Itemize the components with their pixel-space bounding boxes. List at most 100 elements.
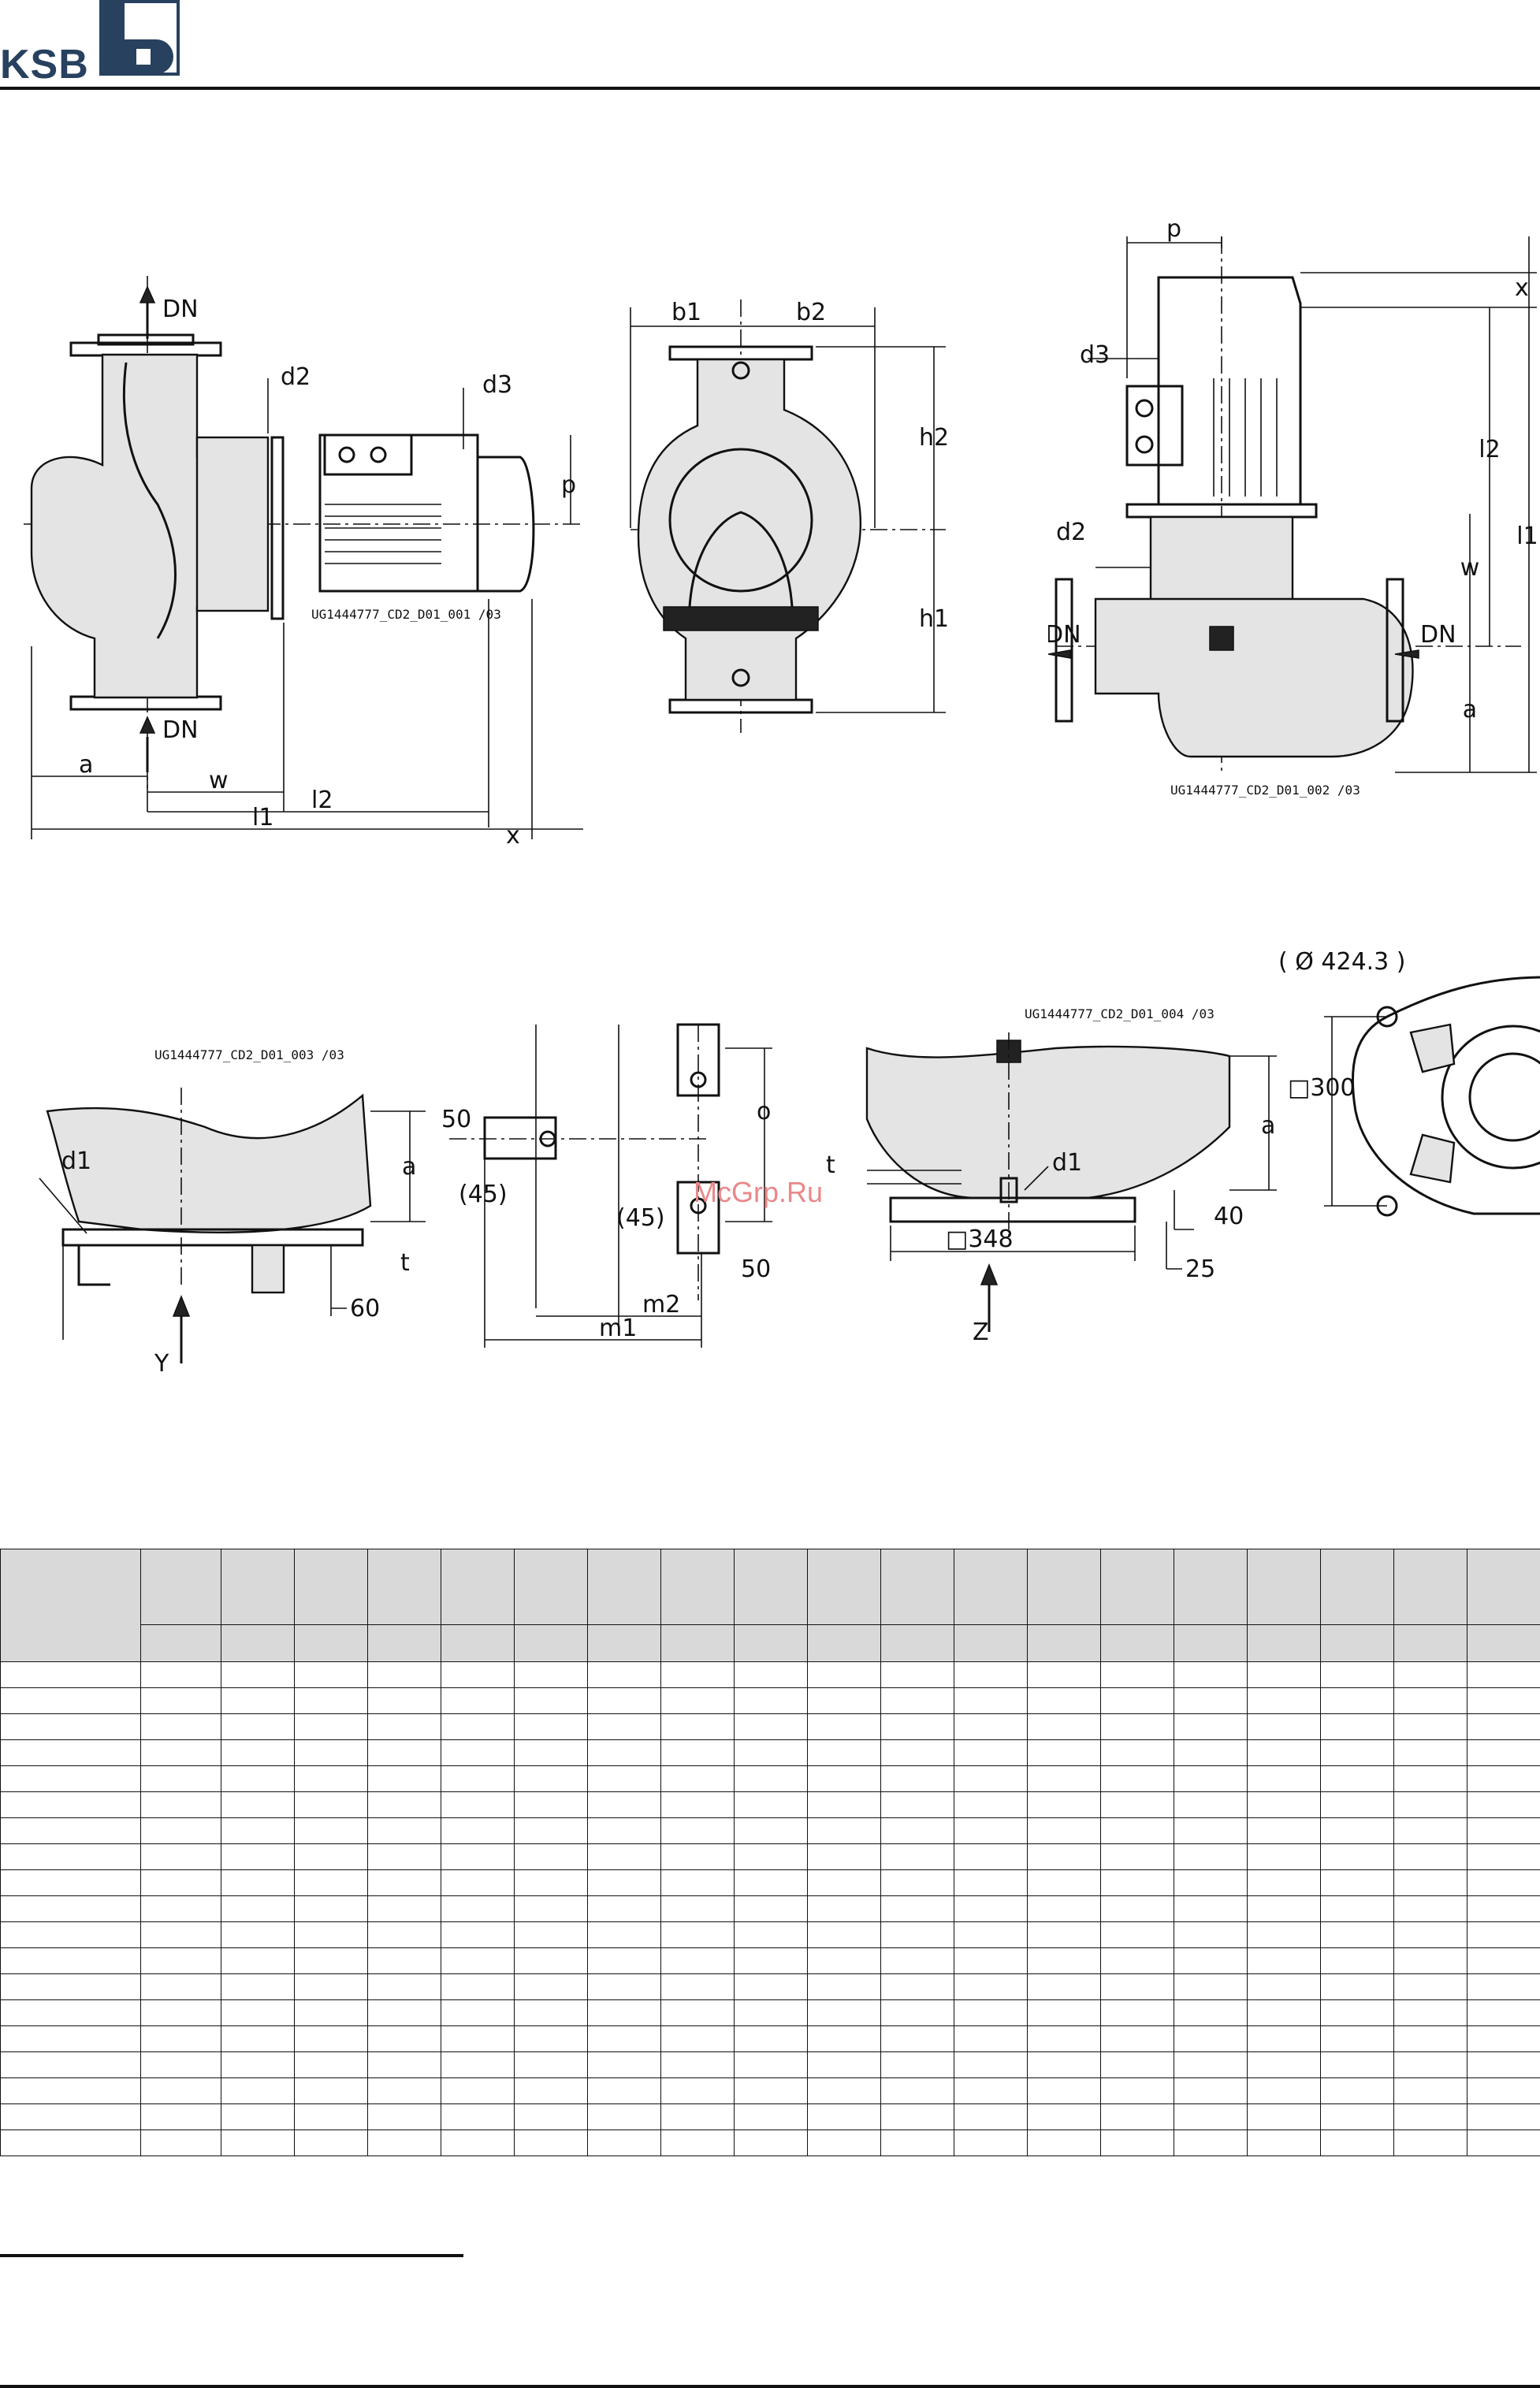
table-cell bbox=[1100, 1947, 1174, 1974]
table-cell bbox=[0, 1895, 141, 1922]
bottom-rule bbox=[0, 2385, 1540, 2388]
table-cell bbox=[807, 1947, 881, 1974]
table-cell bbox=[0, 2025, 141, 2052]
table-cell bbox=[880, 1921, 954, 1948]
diameter-label: ( Ø 424.3 ) bbox=[1278, 948, 1406, 976]
table-cell bbox=[367, 2077, 441, 2104]
a-label: a bbox=[1463, 696, 1477, 723]
table-cell bbox=[734, 2025, 808, 2052]
foot-bottom bbox=[676, 1181, 720, 1255]
volute-curve bbox=[122, 362, 177, 639]
support-arch bbox=[688, 511, 794, 608]
table-cell bbox=[514, 1947, 588, 1974]
table-cell bbox=[587, 1947, 661, 1974]
header-cell bbox=[807, 1549, 881, 1625]
table-cell bbox=[734, 2051, 808, 2078]
table-cell bbox=[734, 2077, 808, 2104]
table-cell bbox=[441, 1895, 515, 1922]
header-cell bbox=[1467, 1624, 1540, 1662]
terminal-box bbox=[1125, 385, 1184, 467]
table-cell bbox=[1174, 1713, 1248, 1740]
table-cell bbox=[367, 1817, 441, 1844]
table-cell bbox=[587, 1687, 661, 1714]
table-cell bbox=[807, 2025, 881, 2052]
table-cell bbox=[660, 2051, 735, 2078]
table-cell bbox=[660, 1947, 735, 1974]
casing-vertical bbox=[1094, 597, 1414, 758]
table-cell bbox=[1027, 1765, 1101, 1792]
base-plate bbox=[61, 1228, 364, 1247]
table-cell bbox=[221, 2129, 295, 2156]
table-cell bbox=[514, 1817, 588, 1844]
table-cell bbox=[140, 1895, 221, 1922]
table-cell bbox=[1174, 1973, 1248, 2000]
table-cell bbox=[660, 1791, 735, 1818]
table-cell bbox=[880, 1947, 954, 1974]
table-cell bbox=[1467, 1869, 1540, 1896]
table-cell bbox=[1247, 1895, 1321, 1922]
table-cell bbox=[807, 1739, 881, 1766]
table-cell bbox=[1247, 2077, 1321, 2104]
table-cell bbox=[587, 1843, 661, 1870]
table-cell bbox=[587, 2129, 661, 2156]
table-cell bbox=[221, 1843, 295, 1870]
table-cell bbox=[880, 1843, 954, 1870]
casing-lower bbox=[46, 1093, 372, 1233]
drawing-code: UG1444777_CD2_D01_003 /03 bbox=[154, 1048, 344, 1062]
foot-bracket bbox=[663, 606, 819, 631]
table-cell bbox=[1247, 1947, 1321, 1974]
table-cell bbox=[1247, 1869, 1321, 1896]
table-cell bbox=[734, 1895, 808, 1922]
table-cell bbox=[0, 1687, 141, 1714]
b1-label: b1 bbox=[671, 299, 701, 326]
table-cell bbox=[660, 1739, 735, 1766]
table-cell bbox=[514, 1895, 588, 1922]
table-cell bbox=[1393, 2051, 1467, 2078]
table-cell bbox=[1100, 1687, 1174, 1714]
table-cell bbox=[660, 2103, 735, 2130]
table-cell bbox=[0, 1817, 141, 1844]
table-cell bbox=[1467, 1739, 1540, 1766]
table-cell bbox=[140, 1999, 221, 2026]
table-cell bbox=[1174, 1895, 1248, 1922]
table-cell bbox=[1393, 1895, 1467, 1922]
table-cell bbox=[1247, 1687, 1321, 1714]
l2-label: l2 bbox=[1479, 436, 1500, 463]
table-cell bbox=[954, 1999, 1028, 2026]
table-cell bbox=[140, 1687, 221, 1714]
table-cell bbox=[1100, 1869, 1174, 1896]
dn-left-label: DN bbox=[1048, 621, 1081, 649]
table-cell bbox=[880, 1999, 954, 2026]
table-cell bbox=[1320, 1791, 1394, 1818]
dn-right-label: DN bbox=[1420, 621, 1456, 649]
table-cell bbox=[587, 1895, 661, 1922]
foot-top bbox=[676, 1023, 720, 1097]
table-cell bbox=[514, 1739, 588, 1766]
table-cell bbox=[954, 1713, 1028, 1740]
table-cell bbox=[367, 1843, 441, 1870]
table-cell bbox=[660, 2077, 735, 2104]
table-cell bbox=[660, 1895, 735, 1922]
table-cell bbox=[1027, 1661, 1101, 1688]
table-cell bbox=[807, 1765, 881, 1792]
page-header: KSB bbox=[0, 0, 1540, 95]
table-cell bbox=[1320, 1999, 1394, 2026]
table-cell bbox=[1100, 1973, 1174, 2000]
table-cell bbox=[441, 1869, 515, 1896]
table-cell bbox=[1027, 2077, 1101, 2104]
table-cell bbox=[1247, 1661, 1321, 1688]
flange-view-drawing: ( Ø 424.3 ) □300 bbox=[1278, 948, 1540, 1217]
table-cell bbox=[0, 2051, 141, 2078]
table-cell bbox=[587, 1999, 661, 2026]
table-cell bbox=[587, 1869, 661, 1896]
header-cell bbox=[514, 1624, 588, 1662]
fan-cover bbox=[478, 456, 535, 593]
table-cell bbox=[1100, 1921, 1174, 1948]
table-cell bbox=[514, 1999, 588, 2026]
table-cell bbox=[587, 1817, 661, 1844]
table-header-row bbox=[0, 1549, 1540, 1662]
table-cell bbox=[514, 2077, 588, 2104]
dn-bottom-label: DN bbox=[162, 716, 199, 744]
arrow-up-icon bbox=[139, 716, 156, 734]
table-cell bbox=[1467, 1765, 1540, 1792]
